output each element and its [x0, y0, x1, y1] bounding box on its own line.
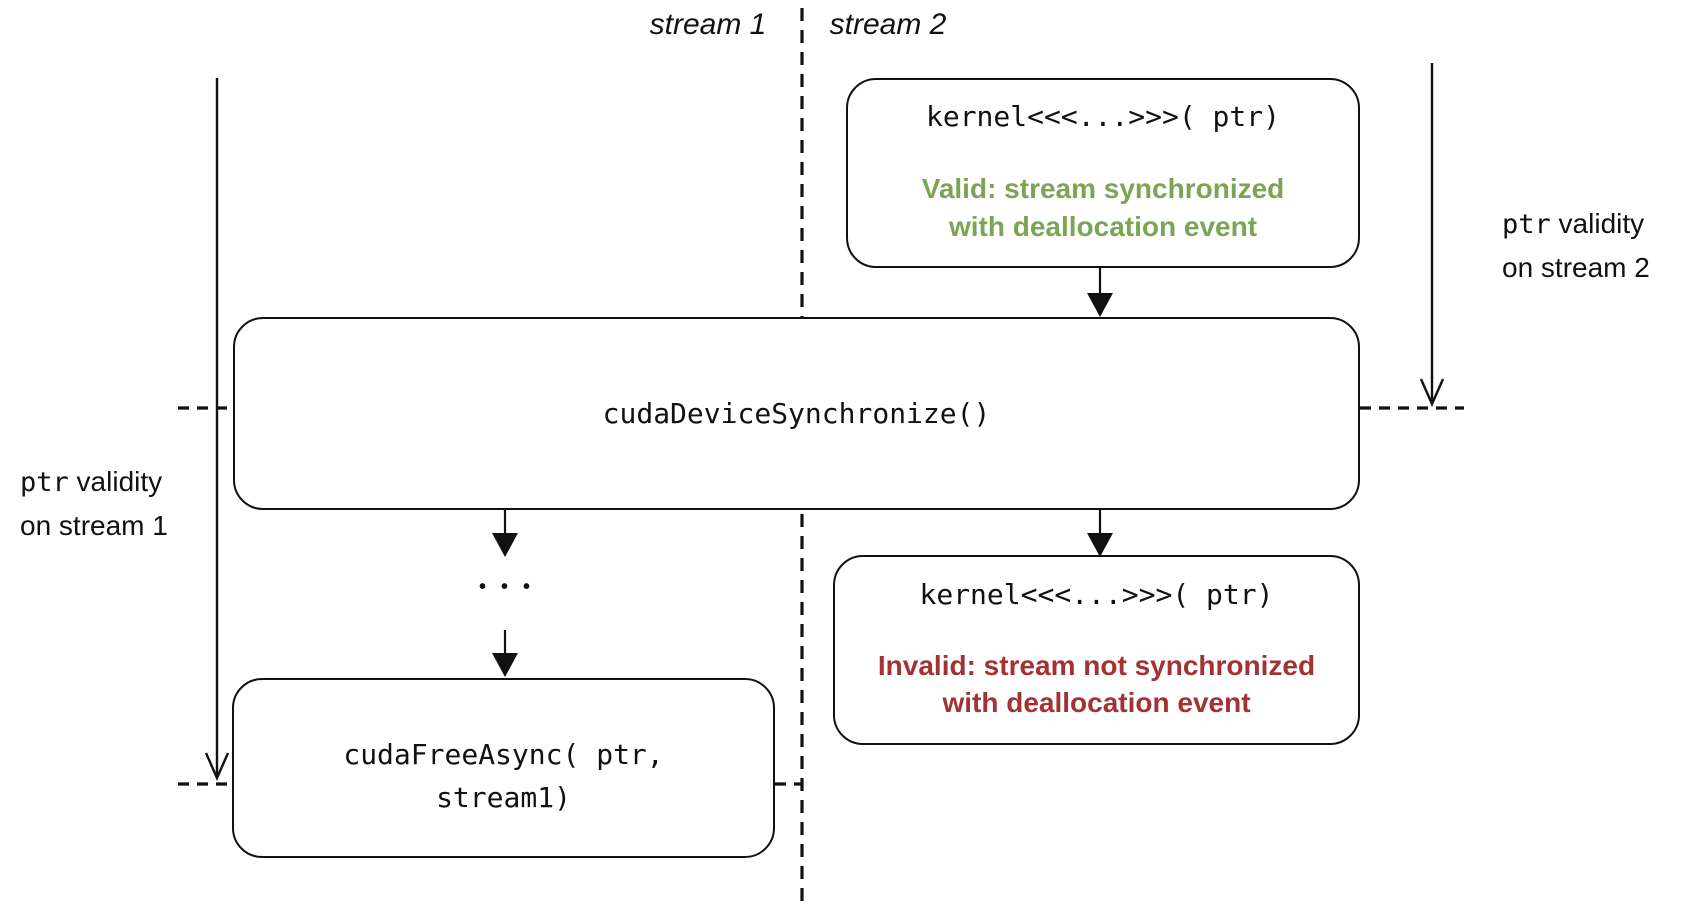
valid-note-line2: with deallocation event	[948, 211, 1258, 242]
arrow-ellipsis-to-free	[492, 630, 518, 677]
valid-note-line1: Valid: stream synchronized	[921, 173, 1285, 204]
device-synchronize-box: cudaDeviceSynchronize()	[233, 317, 1360, 510]
ptr-validity-line1: ptr validity	[1502, 202, 1650, 246]
invalid-note-line2: with deallocation event	[942, 687, 1251, 718]
ptr-code-token: ptr	[20, 467, 69, 498]
stream1-column-title: stream 1	[649, 8, 767, 41]
valid-note: Valid: stream synchronized with dealloca…	[848, 170, 1358, 246]
invalid-kernel-box: kernel<<<...>>>( ptr) Invalid: stream no…	[833, 555, 1360, 745]
ptr-validity-line2: on stream 1	[20, 510, 168, 541]
ptr-validity-arrow-stream2	[1419, 63, 1445, 407]
arrow-sync-to-ellipsis	[492, 510, 518, 557]
valid-kernel-box: kernel<<<...>>>( ptr) Valid: stream sync…	[846, 78, 1360, 268]
invalid-note: Invalid: stream not synchronized with de…	[835, 613, 1358, 721]
free-async-code-line2: stream1)	[436, 781, 571, 814]
ptr-validity-label-stream1: ptr validity on stream 1	[20, 460, 168, 547]
free-async-box: cudaFreeAsync( ptr, stream1)	[232, 678, 775, 858]
ellipsis-dots: •••	[478, 576, 545, 598]
open-arrowhead-icon	[1419, 378, 1445, 407]
ptr-code-token: ptr	[1502, 209, 1551, 240]
valid-kernel-code: kernel<<<...>>>( ptr)	[925, 100, 1280, 133]
validity-text: validity	[1550, 208, 1645, 239]
filled-arrowhead-icon	[492, 533, 518, 557]
validity-text: validity	[68, 466, 163, 497]
free-async-code: cudaFreeAsync( ptr, stream1)	[234, 733, 773, 819]
ptr-validity-line2: on stream 2	[1502, 252, 1650, 283]
filled-arrowhead-icon	[1087, 293, 1113, 317]
ptr-validity-arrow-stream1	[204, 78, 230, 781]
arrow-valid-kernel-to-sync	[1087, 268, 1113, 317]
device-synchronize-code: cudaDeviceSynchronize()	[602, 397, 991, 430]
ptr-validity-label-stream2: ptr validity on stream 2	[1502, 202, 1650, 289]
invalid-note-line1: Invalid: stream not synchronized	[877, 650, 1316, 681]
ptr-validity-line1: ptr validity	[20, 460, 168, 504]
open-arrowhead-icon	[204, 752, 230, 781]
filled-arrowhead-icon	[1087, 533, 1113, 557]
stream2-column-title: stream 2	[829, 8, 947, 41]
arrow-sync-to-invalid-kernel	[1087, 510, 1113, 557]
free-async-code-line1: cudaFreeAsync( ptr,	[343, 738, 664, 771]
filled-arrowhead-icon	[492, 653, 518, 677]
invalid-kernel-code: kernel<<<...>>>( ptr)	[919, 578, 1274, 611]
